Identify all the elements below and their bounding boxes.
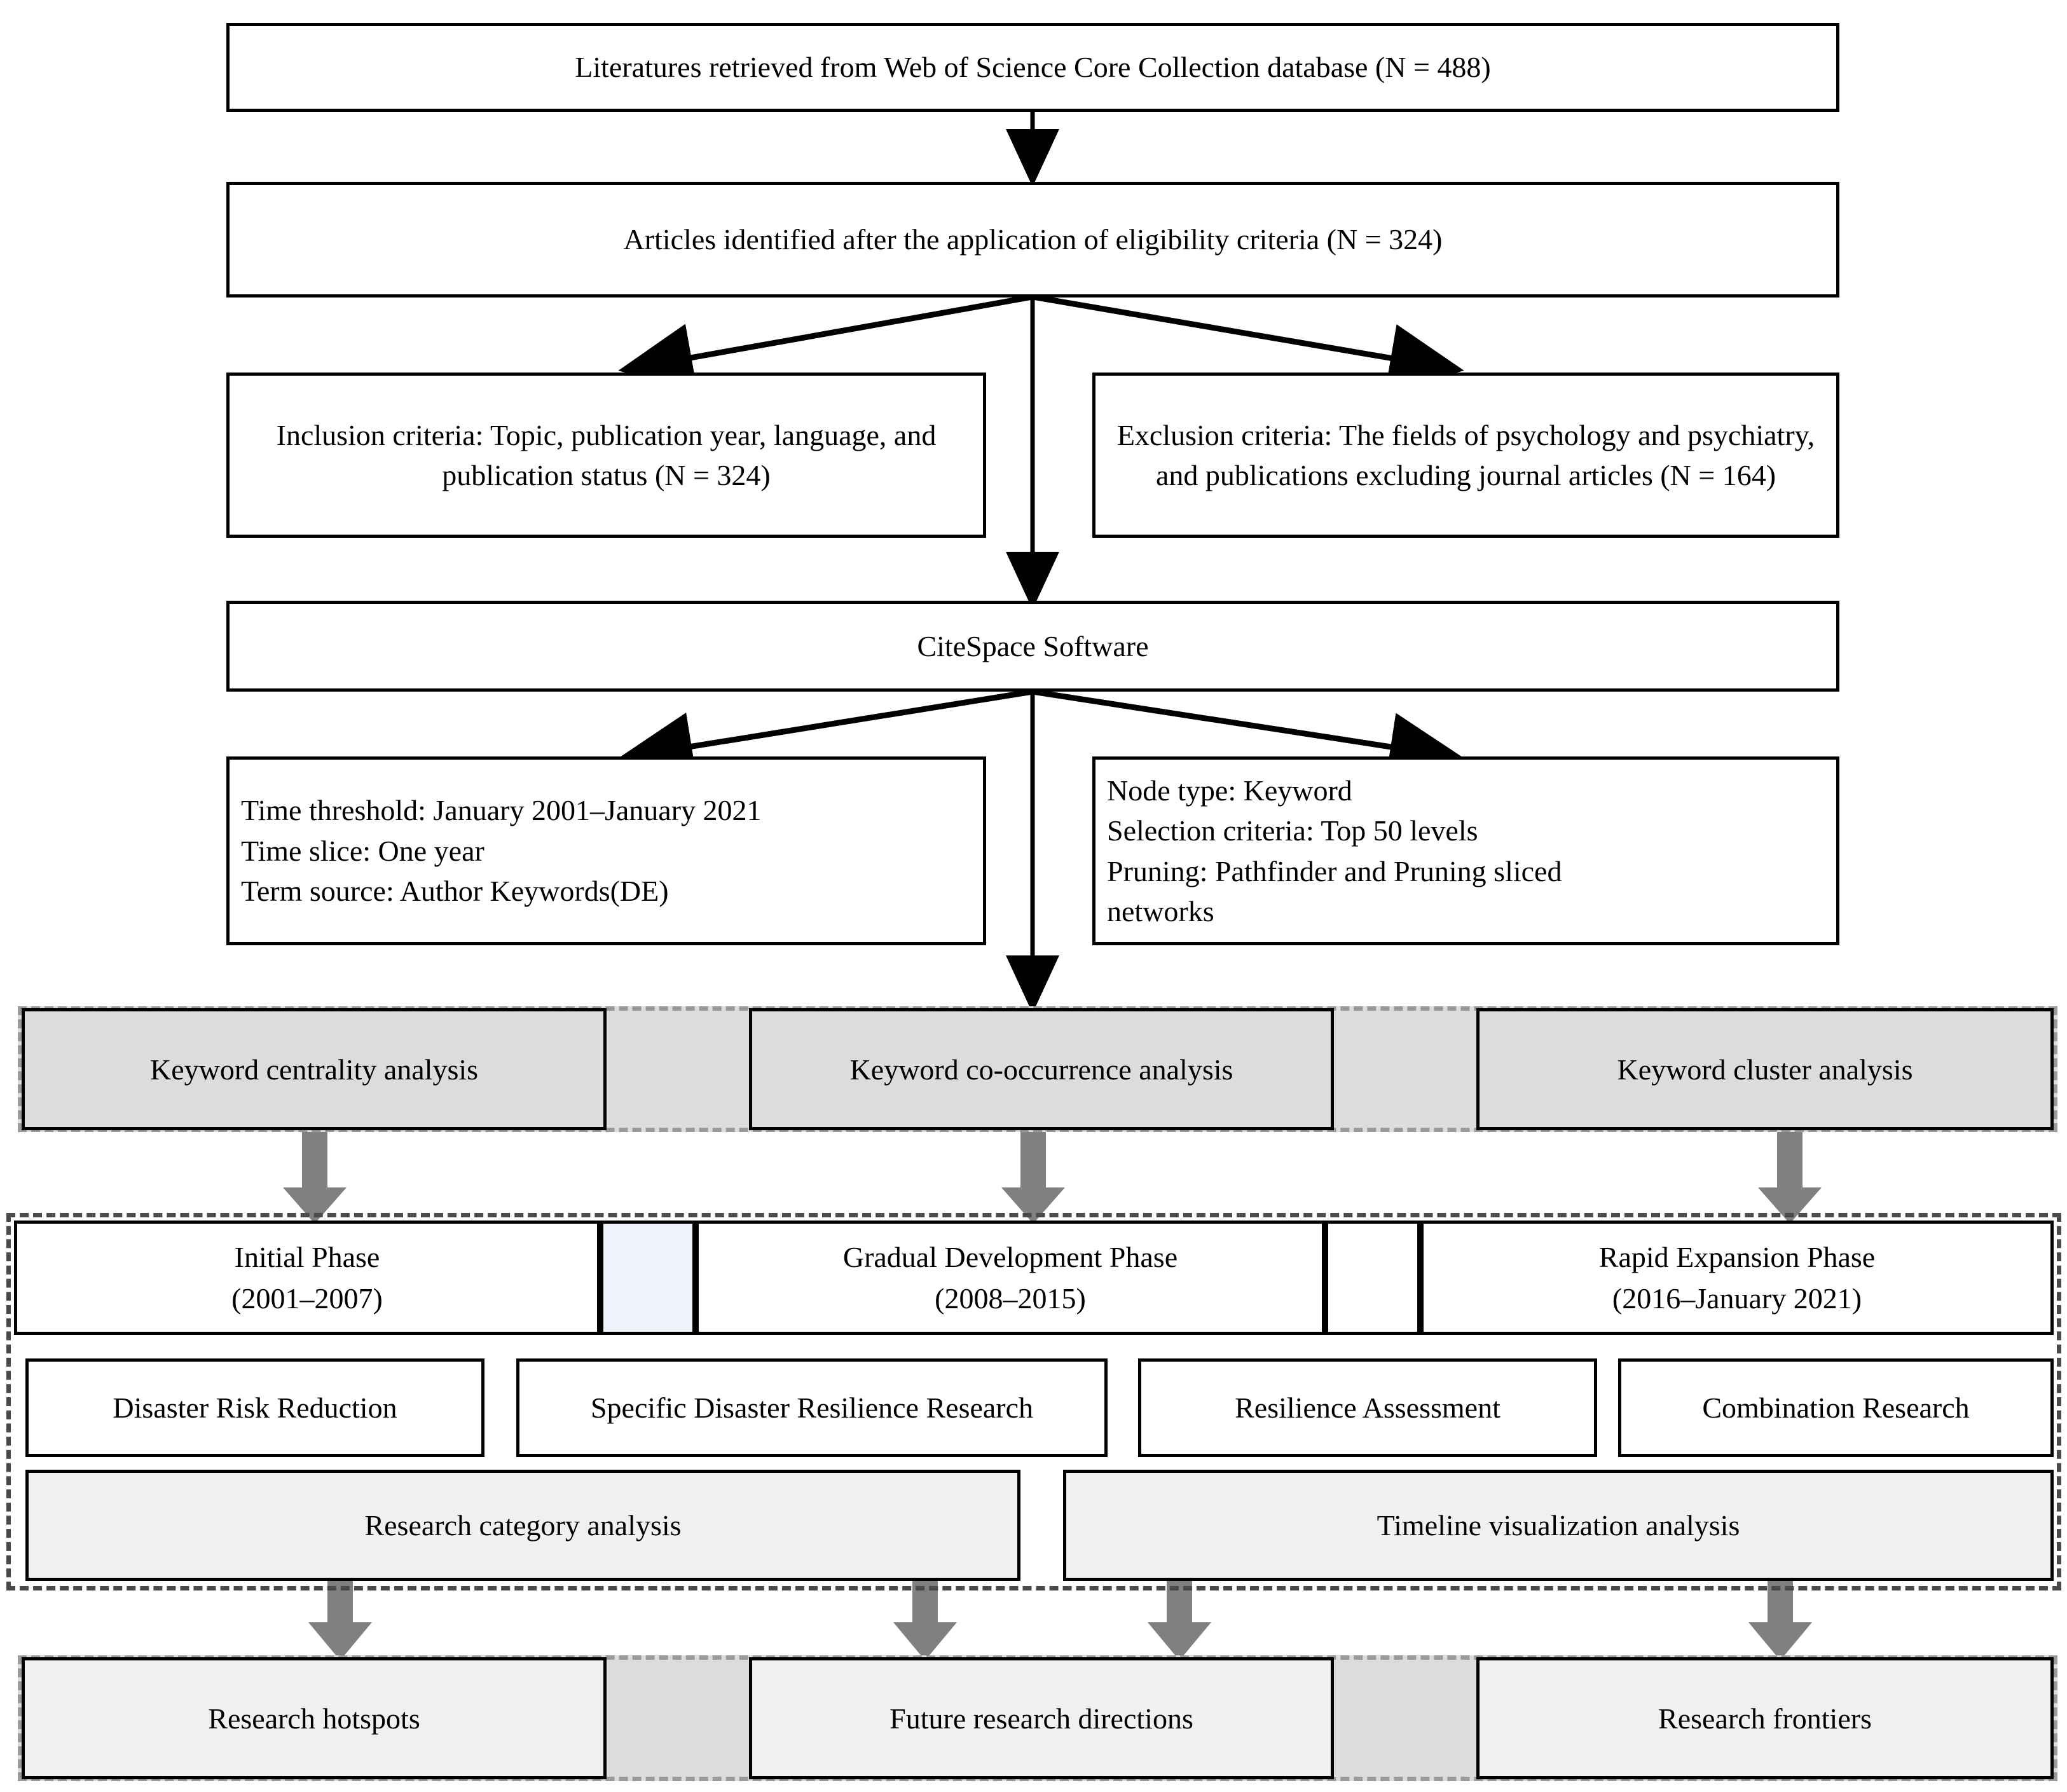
topic-resilience-assessment-box[interactable]: Resilience Assessment [1138,1358,1597,1457]
inclusion-criteria-box: Inclusion criteria: Topic, publication y… [226,373,986,538]
source-box-label: Literatures retrieved from Web of Scienc… [575,51,1491,84]
keyword-centrality-analysis-label: Keyword centrality analysis [149,1053,479,1086]
inclusion-criteria-label: Inclusion criteria: Topic, publication y… [276,418,937,491]
identified-box: Articles identified after the applicatio… [226,182,1839,298]
phase-analysis-container [6,1213,2061,1590]
research-hotspots-box[interactable]: Research hotspots [22,1657,607,1779]
param-time-slice: Time slice: One year [241,834,484,867]
topic-combination-research-box[interactable]: Combination Research [1618,1358,2054,1457]
topic-disaster-risk-reduction-box[interactable]: Disaster Risk Reduction [25,1358,484,1457]
citespace-software-box: CiteSpace Software [226,601,1839,692]
phase-initial-box[interactable]: Initial Phase (2001–2007) [14,1221,600,1335]
timeline-visualization-analysis-box[interactable]: Timeline visualization analysis [1063,1470,2054,1581]
param-node-type: Node type: Keyword [1107,774,1352,807]
phase-connector-1 [600,1221,696,1335]
topic-combination-research-label: Combination Research [1702,1391,1970,1424]
identified-box-label: Articles identified after the applicatio… [623,223,1443,256]
research-category-analysis-label: Research category analysis [364,1508,682,1542]
topic-specific-disaster-resilience-label: Specific Disaster Resilience Research [590,1391,1034,1424]
phase-initial-name: Initial Phase [234,1240,380,1273]
exclusion-criteria-label: Exclusion criteria: The fields of psycho… [1116,418,1815,491]
research-category-analysis-box[interactable]: Research category analysis [25,1470,1020,1581]
topic-specific-disaster-resilience-box[interactable]: Specific Disaster Resilience Research [516,1358,1108,1457]
param-pruning: Pruning: Pathfinder and Pruning sliced [1107,854,1562,887]
phase-gradual-development-box[interactable]: Gradual Development Phase (2008–2015) [696,1221,1325,1335]
future-research-directions-label: Future research directions [889,1702,1193,1735]
param-time-threshold: Time threshold: January 2001–January 202… [241,794,762,827]
exclusion-criteria-box: Exclusion criteria: The fields of psycho… [1092,373,1839,538]
param-pruning-cont: networks [1107,894,1214,927]
phase-initial-range: (2001–2007) [231,1282,383,1315]
research-frontiers-label: Research frontiers [1658,1702,1872,1735]
keyword-cooccurrence-analysis-label: Keyword co-occurrence analysis [849,1053,1233,1086]
keyword-cooccurrence-analysis-box[interactable]: Keyword co-occurrence analysis [749,1008,1334,1130]
timeline-visualization-analysis-label: Timeline visualization analysis [1377,1508,1740,1542]
research-hotspots-label: Research hotspots [208,1702,420,1735]
phase-rapid-name: Rapid Expansion Phase [1598,1240,1876,1273]
topic-resilience-assessment-label: Resilience Assessment [1235,1391,1500,1424]
citespace-params-right-box: Node type: Keyword Selection criteria: T… [1092,756,1839,945]
citespace-params-left-box: Time threshold: January 2001–January 202… [226,756,986,945]
keyword-centrality-analysis-box[interactable]: Keyword centrality analysis [22,1008,607,1130]
phase-gradual-range: (2008–2015) [935,1282,1086,1315]
source-box: Literatures retrieved from Web of Scienc… [226,23,1839,112]
topic-disaster-risk-reduction-label: Disaster Risk Reduction [113,1391,397,1424]
research-frontiers-box[interactable]: Research frontiers [1476,1657,2054,1779]
phase-connector-2 [1325,1221,1420,1335]
future-research-directions-box[interactable]: Future research directions [749,1657,1334,1779]
citespace-software-label: CiteSpace Software [917,629,1149,662]
param-term-source: Term source: Author Keywords(DE) [241,875,669,908]
phase-rapid-range: (2016–January 2021) [1612,1282,1862,1315]
keyword-cluster-analysis-box[interactable]: Keyword cluster analysis [1476,1008,2054,1130]
keyword-cluster-analysis-label: Keyword cluster analysis [1617,1053,1913,1086]
param-selection-criteria: Selection criteria: Top 50 levels [1107,814,1478,847]
phase-gradual-name: Gradual Development Phase [842,1240,1178,1273]
phase-rapid-expansion-box[interactable]: Rapid Expansion Phase (2016–January 2021… [1420,1221,2054,1335]
